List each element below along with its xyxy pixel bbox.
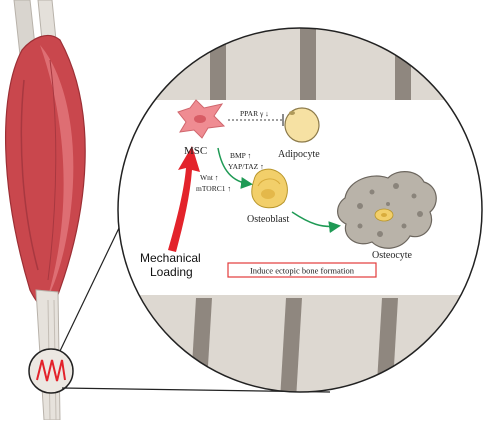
osteoblast-label: Osteoblast	[247, 214, 289, 225]
induce-bone-formation-label: Induce ectopic bone formation	[250, 266, 355, 276]
osteocyte-bone-icon	[337, 171, 437, 249]
muscle-illustration	[4, 0, 86, 421]
adipocyte-cell-icon	[284, 107, 320, 143]
mechanical-loading-label-line2: Loading	[150, 265, 193, 279]
osteocyte-label: Osteocyte	[372, 250, 413, 261]
mechanical-loading-arrow	[168, 146, 200, 252]
msc-label: MSC	[184, 145, 207, 157]
msc-to-osteoblast-arrow	[217, 147, 253, 189]
bmp-label: BMP ↑	[230, 151, 251, 160]
zigzag-injury-icon	[36, 359, 66, 382]
injury-focus-circle	[28, 348, 74, 394]
ppar-label: PPAR γ ↓	[240, 109, 269, 118]
osteoblast-cell-icon	[251, 168, 288, 209]
induce-bone-formation-box	[227, 262, 377, 278]
mtorc-label: mTORC1 ↑	[196, 184, 231, 193]
adipocyte-label: Adipocyte	[278, 149, 320, 160]
wnt-label: Wnt ↑	[200, 173, 219, 182]
mechanical-loading-label-line1: Mechanical	[140, 251, 201, 265]
osteoblast-to-osteocyte-arrow	[291, 211, 341, 234]
yap-label: YAP/TAZ ↑	[228, 162, 264, 171]
